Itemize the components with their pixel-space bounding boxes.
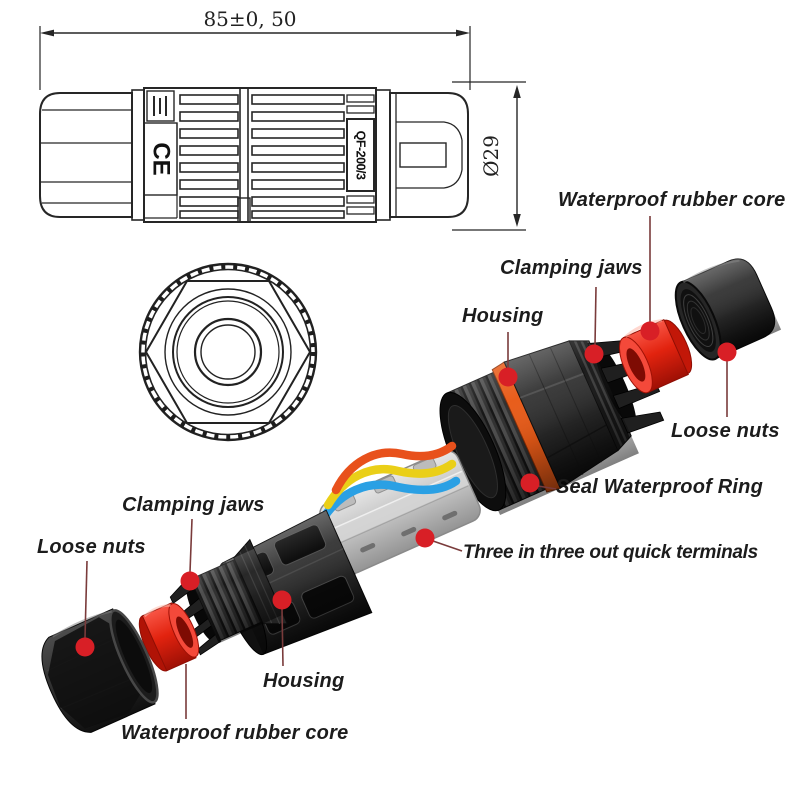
rib-slots-left: [179, 94, 239, 219]
label-housing-left: Housing: [263, 670, 345, 692]
leader-dot: [272, 590, 292, 610]
ce-mark-text: CE: [148, 142, 175, 175]
label-housing-right: Housing: [462, 305, 544, 327]
diameter-dimension: Ø29: [452, 81, 526, 231]
rubber-core-left: [138, 602, 200, 672]
leader-dot: [498, 367, 518, 387]
model-marking-panel: QF-200/3: [346, 94, 375, 215]
leader-dot: [180, 571, 200, 591]
leader-dot: [75, 637, 95, 657]
length-dimension: 85±0, 50: [39, 7, 471, 90]
label-loose-nuts-left: Loose nuts: [37, 536, 146, 558]
loose-nut-left: [41, 608, 159, 733]
front-view-drawing: [138, 262, 318, 442]
model-marking-text: QF-200/3: [354, 131, 368, 180]
housing-part-right: [439, 327, 665, 516]
rubber-core-right: [618, 318, 693, 394]
dimension-length-text: 85±0, 50: [203, 7, 296, 31]
leader-dot: [415, 528, 435, 548]
label-clamping-jaws-right: Clamping jaws: [500, 257, 643, 279]
label-waterproof-rubber-core-left: Waterproof rubber core: [121, 722, 349, 744]
label-quick-terminals: Three in three out quick terminals: [463, 542, 758, 563]
leader-dot: [584, 344, 604, 364]
leader-dot: [640, 321, 660, 341]
wire-blue: [317, 476, 461, 525]
label-seal-waterproof-ring: Seal Waterproof Ring: [556, 476, 763, 498]
leader-dot: [717, 342, 737, 362]
leader-dots: [75, 321, 737, 657]
wire-orange: [331, 441, 457, 495]
wire-yellow: [323, 459, 457, 510]
left-cap-outline: [39, 92, 133, 218]
label-loose-nuts-right: Loose nuts: [671, 420, 780, 442]
top-view-drawing: 85±0, 50 Ø29 CE: [39, 7, 526, 231]
terminal-wires: [317, 441, 461, 525]
loose-nut-right: [674, 252, 782, 361]
terminal-slots: [360, 510, 458, 553]
rib-slots-right: [251, 94, 345, 219]
jaw-back: [594, 343, 637, 429]
leader-dot: [520, 473, 540, 493]
label-clamping-jaws-left: Clamping jaws: [122, 494, 265, 516]
hex-nut-outline: [144, 280, 312, 424]
dimension-diameter-text: Ø29: [479, 135, 503, 177]
right-cap-outline: [389, 92, 469, 218]
leader-lines: [84, 216, 728, 719]
label-waterproof-rubber-core-right: Waterproof rubber core: [558, 189, 786, 211]
